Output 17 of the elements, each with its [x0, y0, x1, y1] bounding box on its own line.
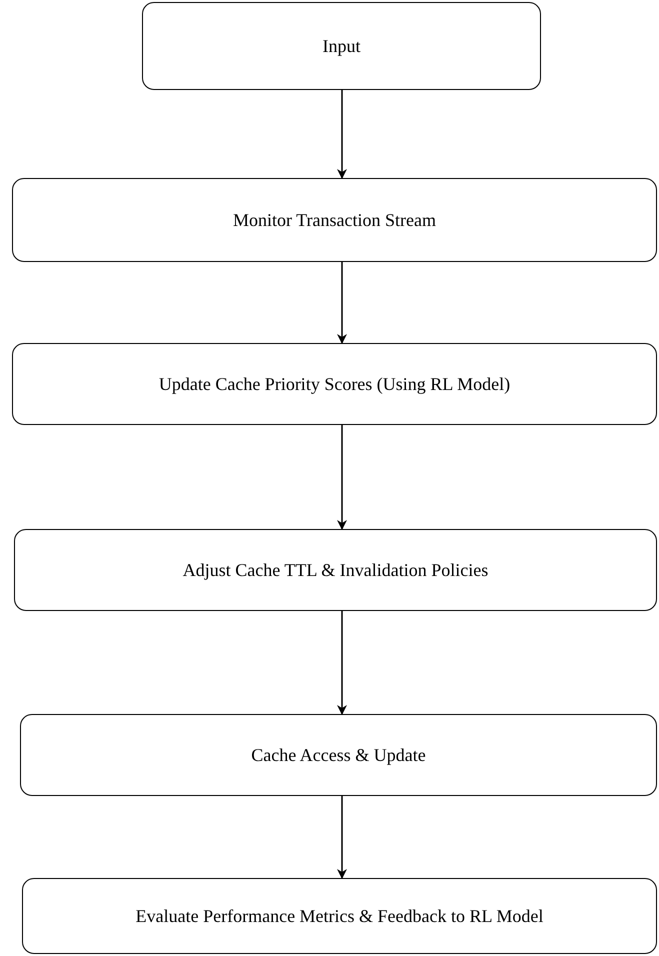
box-label: Monitor Transaction Stream	[233, 208, 436, 232]
box-label: Update Cache Priority Scores (Using RL Model)	[158, 372, 510, 396]
process-box	[14, 529, 657, 611]
arrow	[337, 425, 347, 530]
box-label: Evaluate Performance Metrics & Feedback to RL Model	[136, 904, 544, 928]
arrow	[337, 262, 347, 344]
process-box	[22, 878, 657, 954]
box-label: Input	[322, 34, 360, 58]
box-label: Adjust Cache TTL & Invalidation Policies	[182, 558, 488, 582]
process-box	[20, 714, 657, 796]
process-box	[12, 178, 657, 262]
arrow	[337, 611, 347, 715]
arrow	[337, 90, 347, 179]
process-box	[12, 343, 657, 425]
arrow	[337, 796, 347, 879]
box-label: Cache Access & Update	[251, 744, 426, 766]
process-box	[142, 2, 541, 90]
